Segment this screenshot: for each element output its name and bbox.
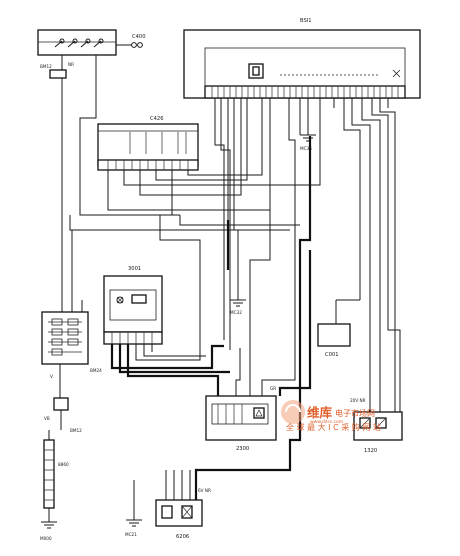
watermark-brand-suffix: 电子市场网 [335, 408, 375, 418]
watermark-slogan: 全 球 最 大 I C 采 购 网 站 [286, 422, 381, 432]
wire-gr: GR [270, 386, 276, 391]
bsi-pin-strip [204, 85, 406, 99]
bsi-label: BSI1 [300, 18, 312, 24]
mc32-label: MC32 [230, 310, 242, 315]
mc21-label: MC21 [125, 532, 137, 537]
c2300-component: 2300 GR [205, 386, 277, 452]
bm24-label: BM24 [90, 368, 102, 373]
m000-ground: M000 [40, 521, 57, 541]
c2300-label: 2300 [236, 446, 249, 452]
c400-module: C400 [37, 29, 146, 56]
c1320-component: 1320 20V NR [350, 398, 403, 454]
c426-label: C426 [150, 116, 164, 122]
c426-wires [61, 70, 321, 300]
bm12-lower-label: BM12 [70, 428, 82, 433]
c6206-component: 6206 6V NR [155, 488, 211, 540]
mc21-ground: MC21 [125, 480, 142, 537]
c400-connector [116, 42, 143, 48]
c3001-label: 3001 [128, 266, 141, 272]
wire-nr-b: 6V NR [198, 488, 211, 493]
c3001-module: 3001 [103, 266, 163, 345]
mc35-label: MC35 [300, 146, 312, 151]
mc32-ground: MC32 [230, 290, 246, 315]
bm12-lower-connector: BM12 VB [44, 397, 82, 433]
mc35-ground: MC35 [300, 118, 316, 151]
watermark-url: www.dzsc.com [310, 419, 343, 425]
bm24-fuse-block: BM24 [41, 311, 102, 373]
c400-label: C400 [132, 34, 146, 40]
watermark-brand: 维库 [307, 405, 333, 420]
main-harness-wires [179, 200, 401, 412]
bm12-top-connector: BM12 NR [40, 55, 97, 79]
bm12-top-label: BM12 [40, 64, 52, 69]
wire-v-a: V [50, 374, 53, 379]
c001-label: C001 [325, 352, 339, 358]
c8860-component: 8860 [43, 430, 69, 522]
c1320-label: 1320 [364, 448, 377, 454]
c6206-label: 6206 [176, 534, 189, 540]
c8860-label: 8860 [58, 462, 69, 467]
bm24-wires: V [50, 230, 83, 398]
c426-module: C426 [97, 116, 199, 171]
watermark-logo-icon [281, 400, 305, 424]
watermark: 维库 电子市场网 全 球 最 大 I C 采 购 网 站 www.dzsc.co… [281, 400, 381, 432]
c3001-wires [110, 215, 230, 396]
c001-component: C001 [317, 299, 360, 358]
wire-nr-d: 20V NR [350, 398, 366, 403]
wire-vb: VB [44, 416, 50, 421]
m000-label: M000 [40, 536, 52, 541]
c6206-wires [165, 136, 312, 500]
wire-nr-top: NR [68, 62, 74, 67]
